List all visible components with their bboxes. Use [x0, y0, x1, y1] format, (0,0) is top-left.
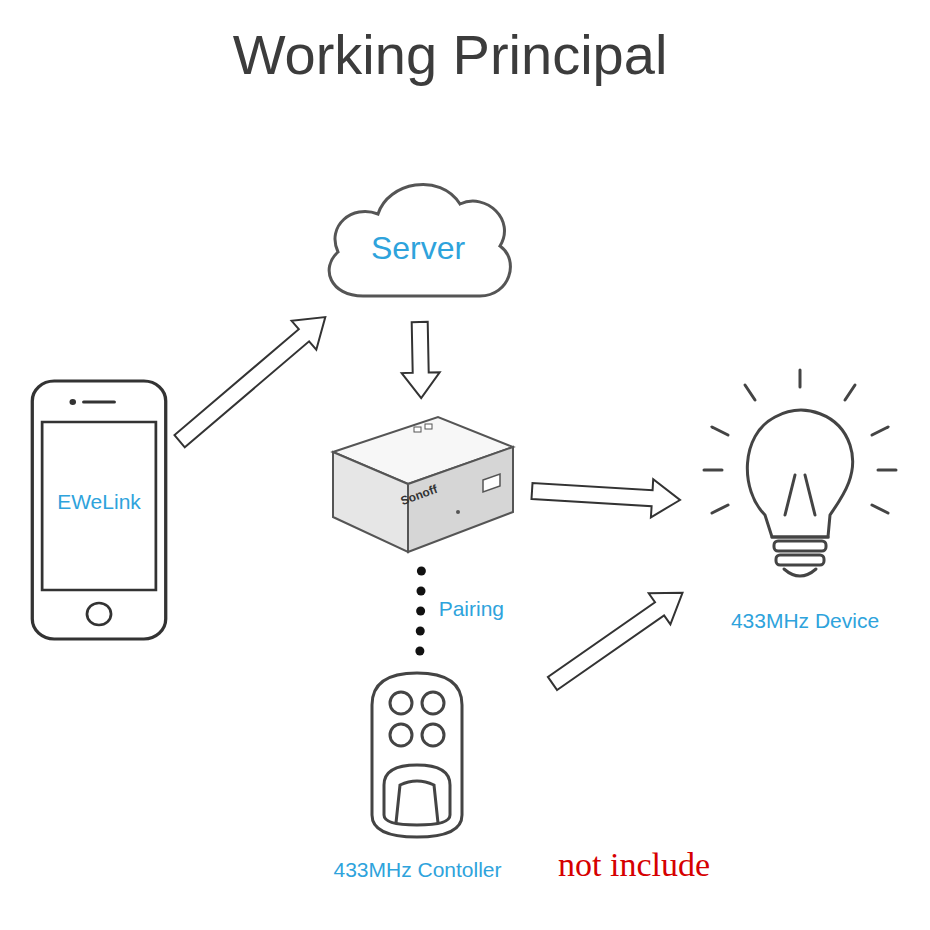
connector	[415, 566, 426, 655]
block-arrow	[175, 317, 326, 447]
hub-outline	[328, 412, 518, 557]
diagram-title: Working Principal	[0, 22, 900, 87]
block-arrow	[532, 479, 681, 517]
node-label: 433MHz Device	[694, 609, 916, 633]
connector	[175, 317, 326, 447]
bulb-node: 433MHz Device	[694, 365, 916, 650]
block-arrow	[402, 322, 440, 398]
remote-node: 433MHz Contoller	[294, 665, 541, 890]
cloud-node: Server	[312, 168, 524, 308]
pairing-dot	[415, 647, 424, 656]
phone-node: EWeLink	[29, 378, 169, 642]
edge-label: Pairing	[437, 597, 506, 621]
node-label: 433MHz Contoller	[294, 858, 541, 882]
pairing-dot	[417, 566, 426, 575]
pairing-dot	[416, 627, 425, 636]
connector	[532, 479, 681, 517]
block-arrow	[548, 593, 683, 690]
pairing-dot	[416, 607, 425, 616]
pairing-dot	[417, 586, 426, 595]
connector	[402, 322, 440, 398]
hub-device: Sonoff	[328, 412, 518, 557]
connector	[548, 593, 683, 690]
remote-outline	[294, 665, 541, 890]
node-label: Server	[312, 230, 524, 267]
bulb-outline	[694, 365, 916, 650]
node-label: EWeLink	[29, 490, 169, 514]
note-label: not include	[558, 846, 710, 884]
